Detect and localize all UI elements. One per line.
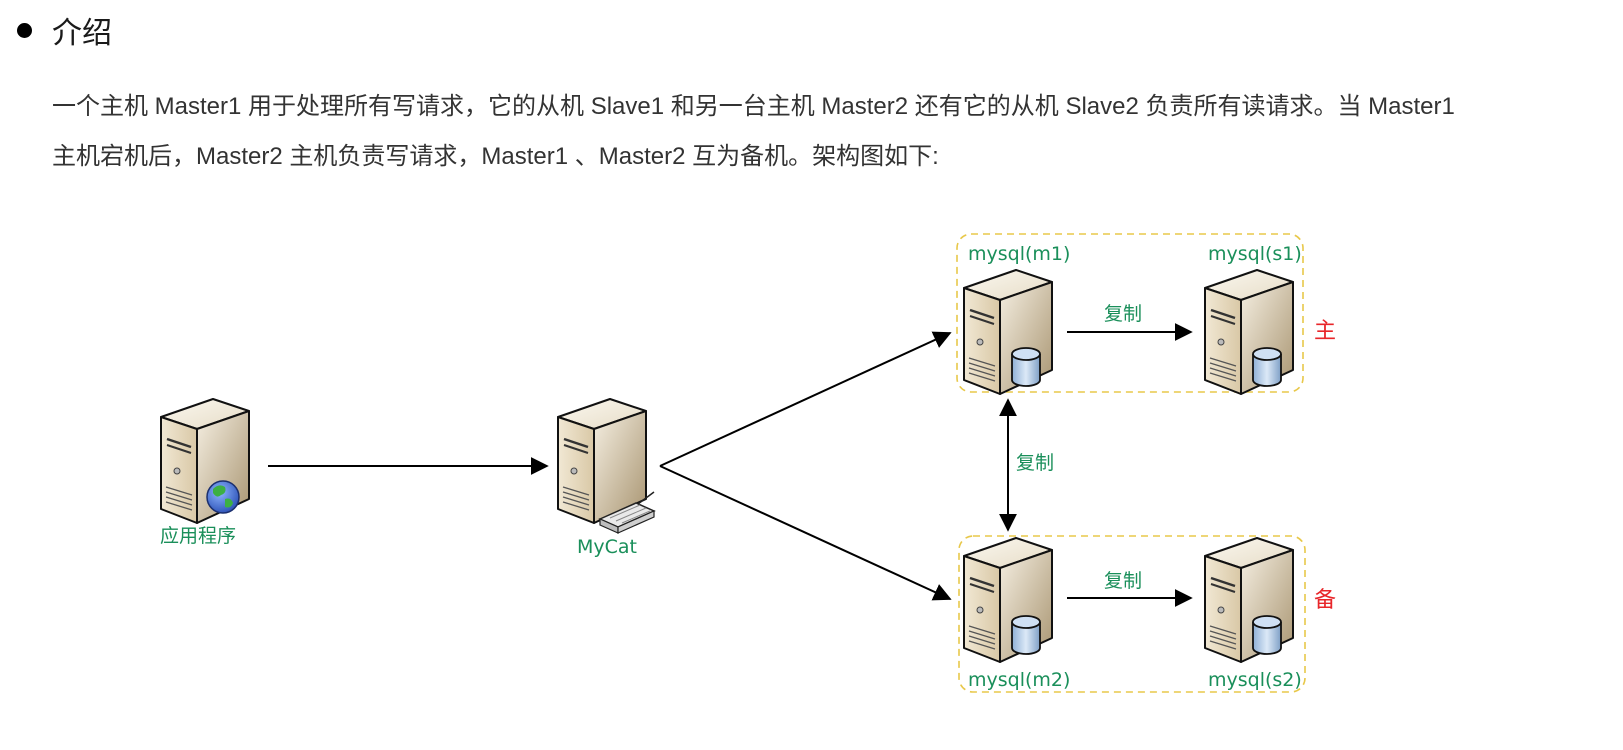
group-label-primary: 主 (1314, 319, 1336, 344)
server-router-icon (556, 397, 656, 534)
node-m1: mysql(m1) (962, 243, 1070, 396)
edge-mycat-to-m2 (659, 465, 952, 601)
server-database-icon (1203, 268, 1295, 396)
bullet-icon (17, 22, 32, 38)
edge-label-m1-m2: 复制 (1016, 452, 1054, 474)
edge-mycat-to-m1 (659, 331, 952, 467)
standby-group-box (958, 535, 1306, 693)
node-s1-label: mysql(s1) (1208, 243, 1302, 265)
group-label-standby: 备 (1314, 588, 1336, 613)
edge-label-m1-s1: 复制 (1104, 303, 1142, 325)
node-app: 应用程序 (159, 397, 251, 547)
server-database-icon (962, 268, 1054, 396)
node-mycat: MyCat (556, 397, 656, 558)
node-m2: mysql(m2) (962, 536, 1070, 691)
edge-label-m2-s2: 复制 (1104, 570, 1142, 592)
primary-group-box (956, 233, 1304, 393)
node-s2-label: mysql(s2) (1208, 669, 1302, 691)
node-m2-label: mysql(m2) (968, 669, 1070, 691)
heading-title: 介绍 (52, 17, 112, 50)
section-heading: 介绍 (14, 8, 112, 52)
node-mycat-label: MyCat (577, 536, 637, 558)
server-database-icon (1203, 536, 1295, 664)
description-line-1: 一个主机 Master1 用于处理所有写请求，它的从机 Slave1 和另一台主… (52, 93, 1455, 120)
node-app-label: 应用程序 (160, 525, 236, 547)
server-globe-icon (159, 397, 251, 525)
server-database-icon (962, 536, 1054, 664)
description-line-2: 主机宕机后，Master2 主机负责写请求，Master1 、Master2 互… (52, 143, 939, 170)
node-m1-label: mysql(m1) (968, 243, 1070, 265)
description-paragraph: 一个主机 Master1 用于处理所有写请求，它的从机 Slave1 和另一台主… (52, 82, 1623, 182)
node-s2: mysql(s2) (1203, 536, 1302, 691)
node-s1: mysql(s1) (1203, 243, 1302, 396)
